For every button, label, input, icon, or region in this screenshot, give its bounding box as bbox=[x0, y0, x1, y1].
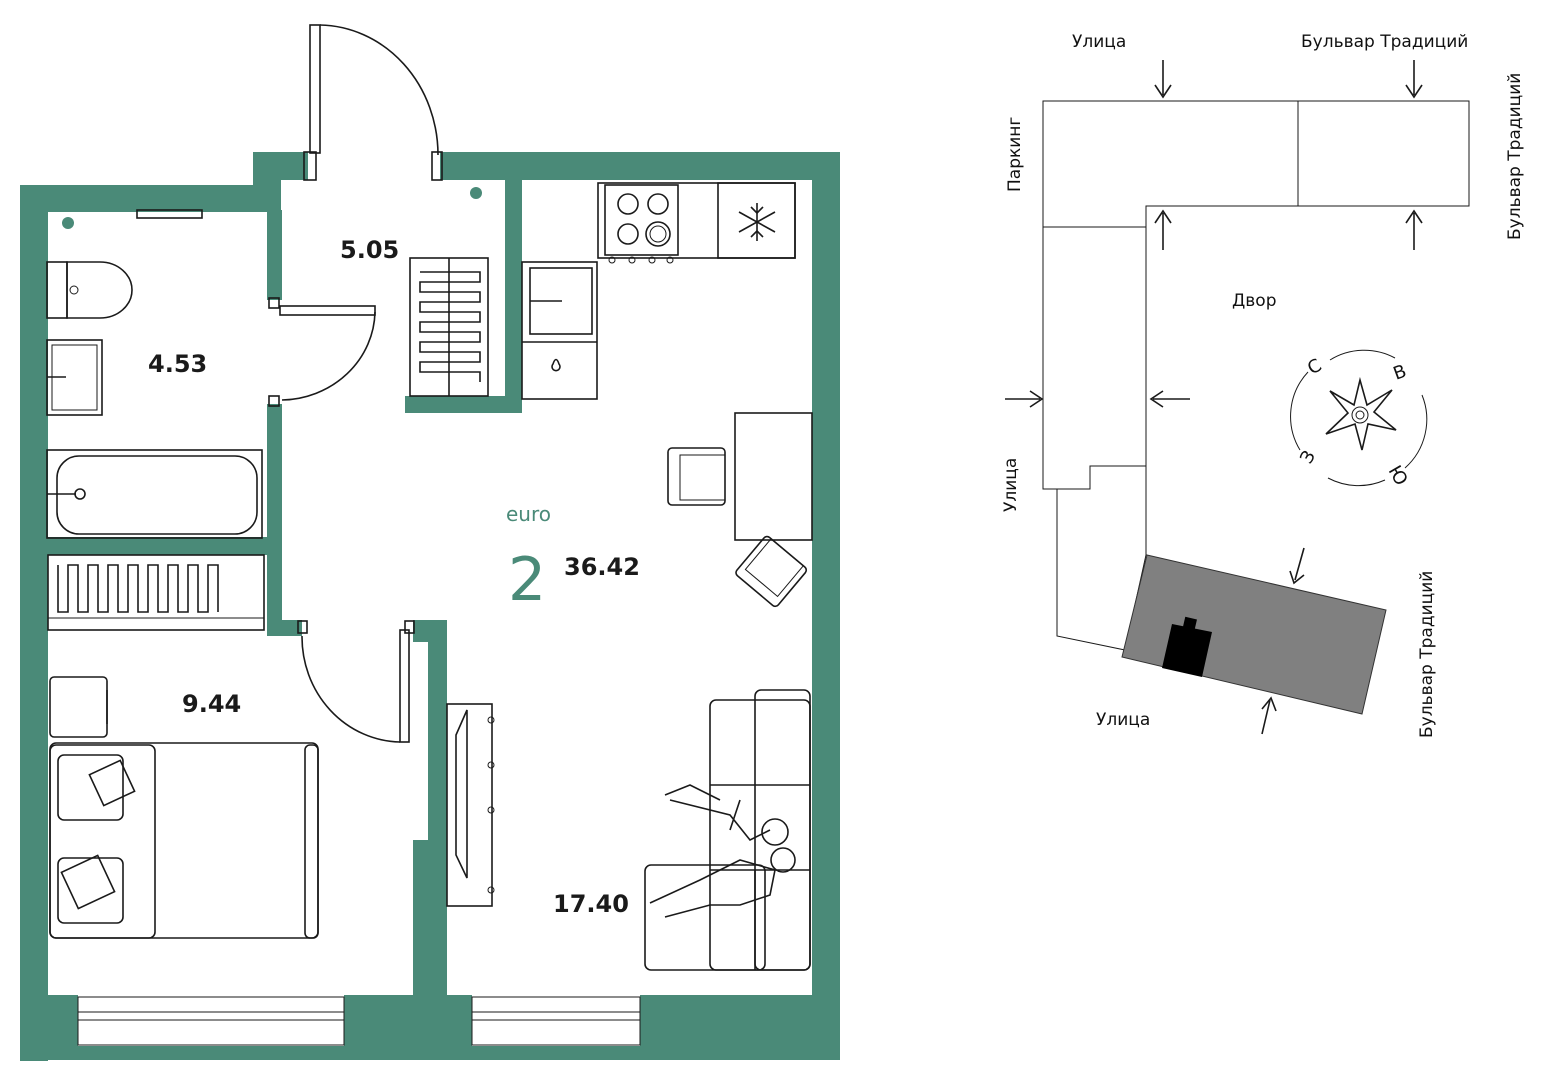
label-street-left: Улица bbox=[1001, 458, 1021, 512]
label-boulevard-right-top: Бульвар Традиций bbox=[1505, 73, 1525, 240]
bathroom-door bbox=[268, 297, 376, 407]
compass-north: С bbox=[1304, 355, 1325, 379]
kitchen bbox=[521, 182, 796, 400]
hallway-wardrobe bbox=[409, 187, 489, 397]
entrance-door bbox=[303, 24, 443, 181]
walls bbox=[20, 152, 840, 1061]
tv-stand bbox=[446, 703, 495, 907]
compass-east: В bbox=[1391, 361, 1410, 385]
floor-plan: 4.53 5.05 9.44 17.40 euro 2 36.42 bbox=[20, 24, 840, 1061]
label-boulevard-top: Бульвар Традиций bbox=[1301, 32, 1468, 52]
sofa bbox=[644, 689, 811, 971]
room-count: 2 bbox=[508, 545, 546, 615]
snowflake-icon bbox=[738, 203, 776, 241]
entry-arrows bbox=[1005, 60, 1423, 735]
label-parking: Паркинг bbox=[1005, 117, 1025, 192]
bed bbox=[49, 676, 319, 939]
label-yard: Двор bbox=[1232, 291, 1277, 311]
bedroom-area: 9.44 bbox=[182, 690, 241, 718]
bathroom-fixtures bbox=[46, 209, 263, 539]
compass-west: З bbox=[1296, 447, 1320, 467]
label-street-bottom: Улица bbox=[1096, 710, 1150, 730]
total-area: 36.42 bbox=[564, 553, 640, 581]
windows bbox=[77, 996, 641, 1046]
label-boulevard-right-bottom: Бульвар Традиций bbox=[1417, 571, 1437, 738]
label-street-top: Улица bbox=[1072, 32, 1126, 52]
apartment-type-label: euro bbox=[506, 502, 551, 526]
dining-table bbox=[667, 412, 813, 608]
living-kitchen-area: 17.40 bbox=[553, 890, 629, 918]
hallway-area: 5.05 bbox=[340, 236, 399, 264]
radiator-bathroom bbox=[47, 554, 265, 631]
star-icon bbox=[1325, 376, 1397, 451]
bedroom-door bbox=[297, 620, 415, 743]
highlighted-section bbox=[1121, 554, 1387, 715]
building-outlines bbox=[1042, 100, 1470, 651]
compass-rose: С В Ю З bbox=[1290, 349, 1428, 489]
bathroom-area: 4.53 bbox=[148, 350, 207, 378]
site-plan: С В Ю З Улица Бульвар Традиций Бульвар Т… bbox=[1001, 32, 1525, 738]
